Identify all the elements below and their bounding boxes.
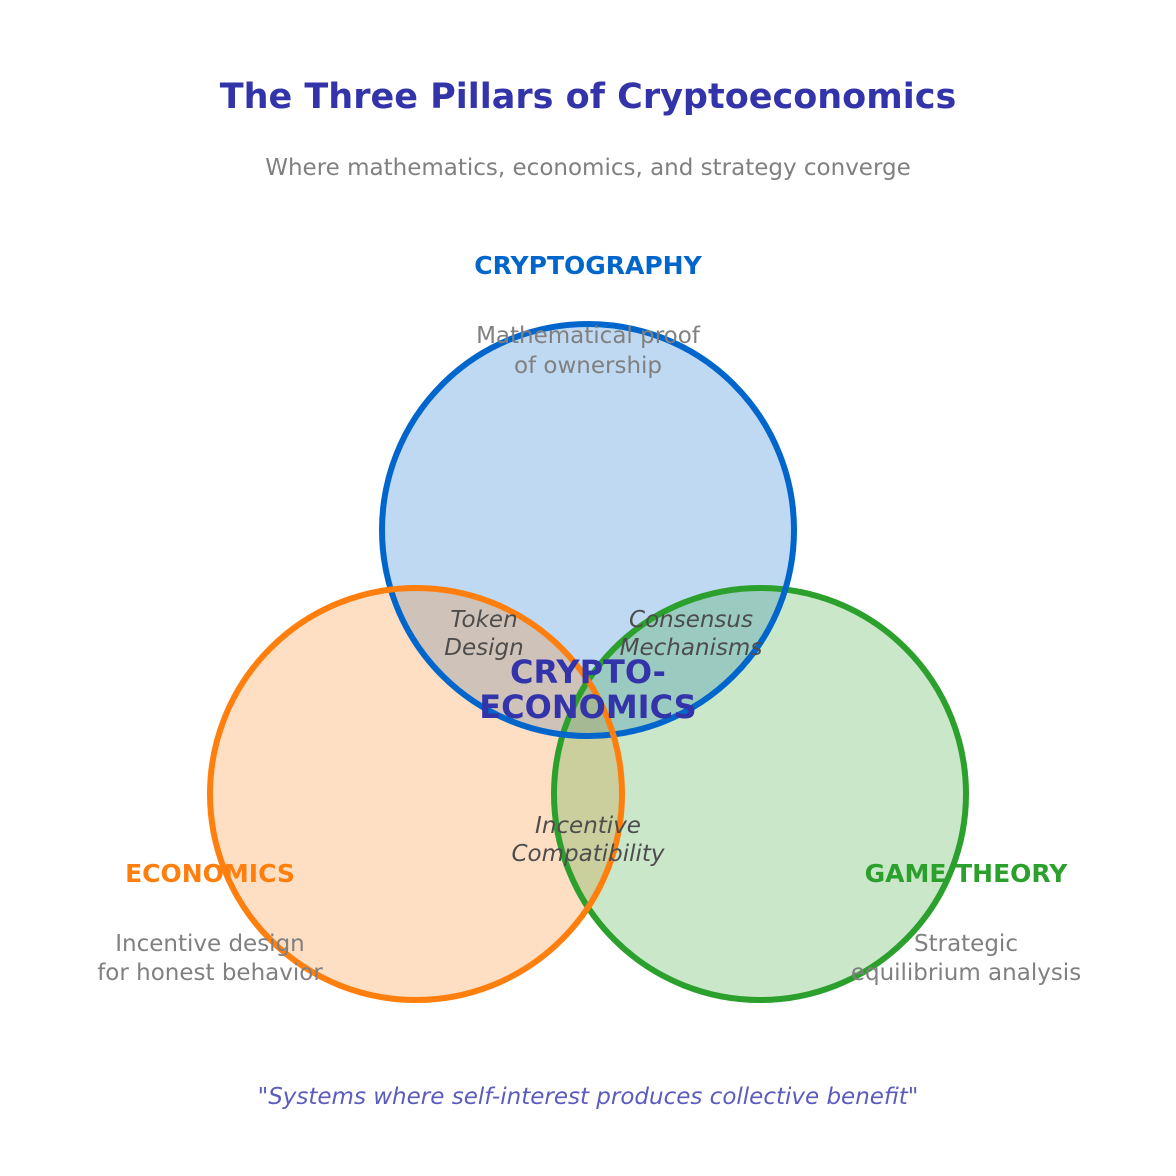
consensus-mechanisms-label-line2: Mechanisms <box>620 635 763 661</box>
game-theory-desc-line2: equilibrium analysis <box>851 960 1081 986</box>
game-theory-label: GAME THEORY <box>865 859 1069 888</box>
incentive-compatibility-label-line2: Compatibility <box>511 841 664 867</box>
cryptography-circle-fill <box>382 324 794 736</box>
token-design-label-line1: Token <box>450 607 517 633</box>
page-title: The Three Pillars of Cryptoeconomics <box>220 77 957 117</box>
token-design-label-line2: Design <box>444 635 523 661</box>
center-label-line2: ECONOMICS <box>479 688 696 726</box>
incentive-compatibility-label-line1: Incentive <box>535 813 641 839</box>
circle-fills <box>210 324 966 1000</box>
economics-label: ECONOMICS <box>125 859 295 888</box>
circle-strokes <box>207 321 969 1003</box>
cryptography-desc-line1: Mathematical proof <box>476 323 701 349</box>
page-subtitle: Where mathematics, economics, and strate… <box>265 155 911 181</box>
economics-desc-line1: Incentive design <box>115 931 305 957</box>
economics-circle <box>207 585 625 1003</box>
cryptography-label: CRYPTOGRAPHY <box>474 251 702 280</box>
economics-desc-line2: for honest behavior <box>97 960 323 986</box>
cryptography-desc-line2: of ownership <box>514 353 662 379</box>
game-theory-circle-fill <box>554 588 966 1000</box>
footer-quote: "Systems where self-interest produces co… <box>258 1084 919 1110</box>
game-theory-circle <box>551 585 969 1003</box>
economics-circle-fill <box>210 588 622 1000</box>
center-label-line1: CRYPTO- <box>510 653 666 691</box>
game-theory-desc-line1: Strategic <box>914 931 1018 957</box>
cryptography-circle <box>379 321 797 739</box>
consensus-mechanisms-label-line1: Consensus <box>629 607 753 633</box>
